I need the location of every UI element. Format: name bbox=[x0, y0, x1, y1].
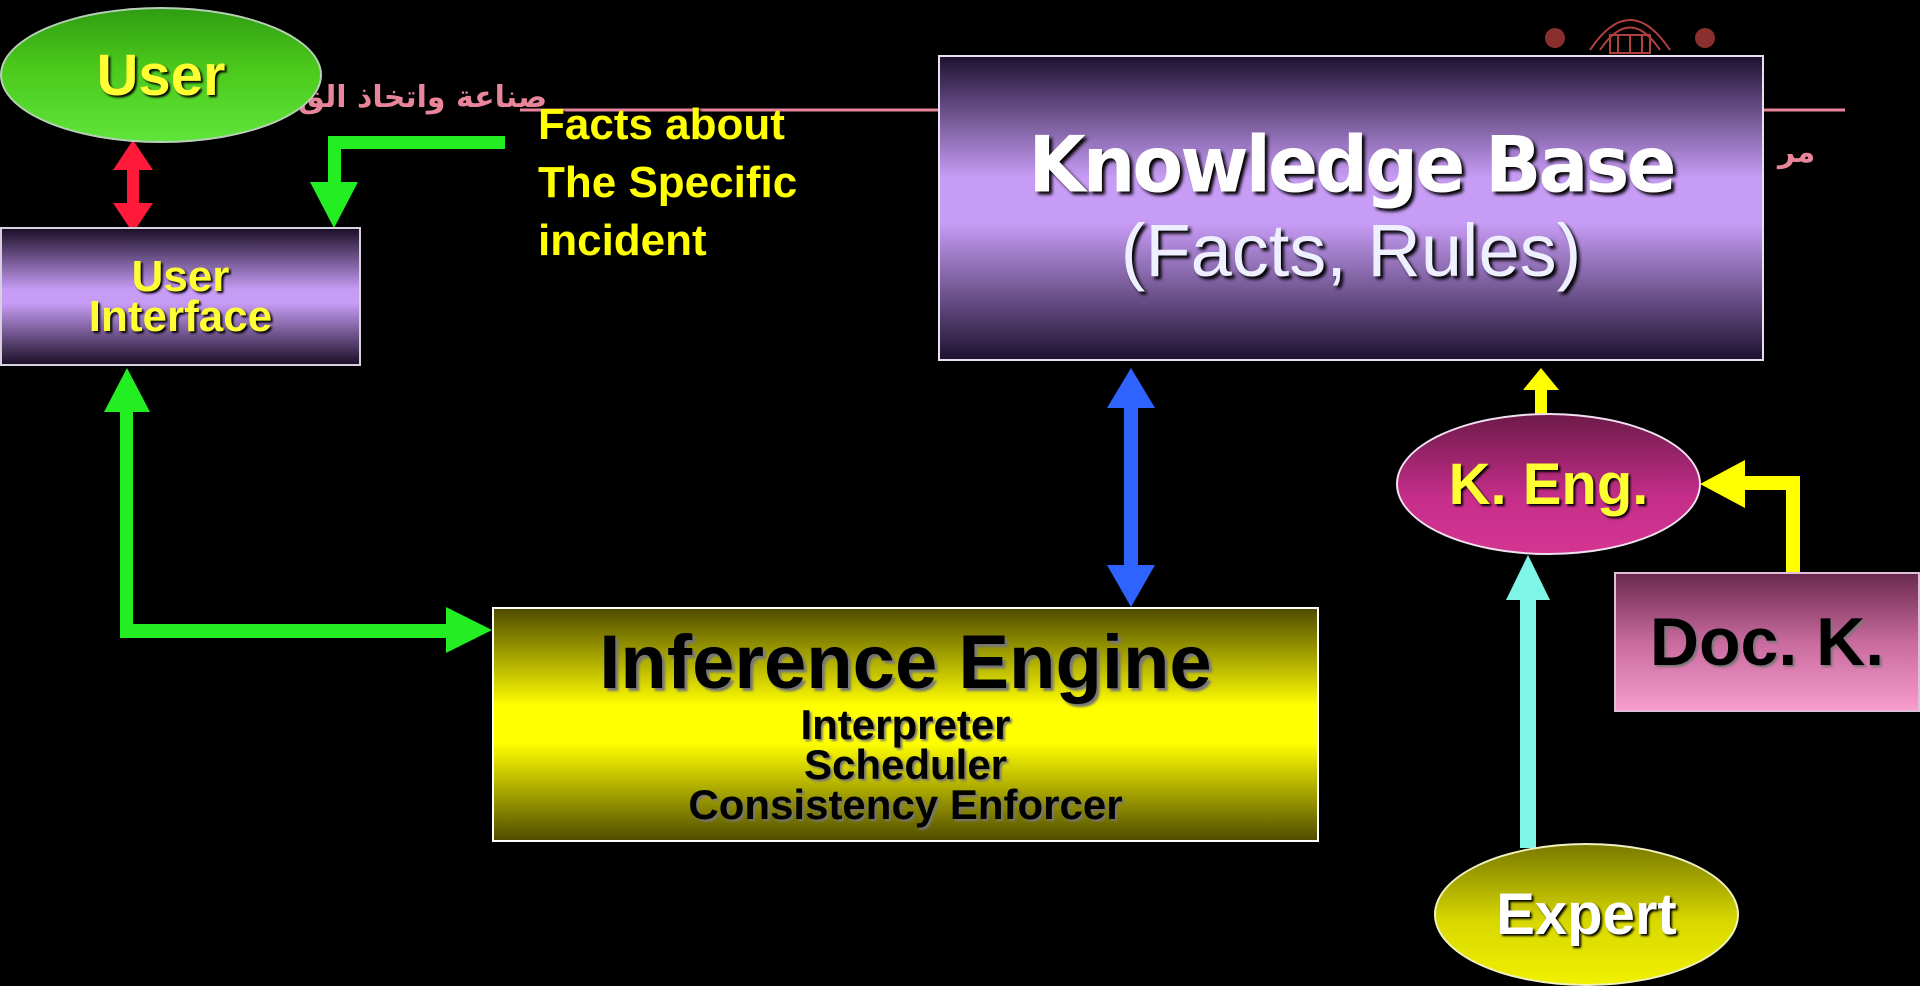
knowledge-engineer-node: K. Eng. bbox=[1396, 413, 1701, 555]
inference-engine-component: Interpreter bbox=[800, 701, 1011, 748]
user-ui-double-arrow bbox=[113, 140, 153, 233]
knowledge-base-title: Knowledge Base bbox=[1028, 119, 1676, 211]
user-interface-label-line2: Interface bbox=[88, 291, 273, 341]
facts-input-arrow bbox=[310, 136, 505, 228]
knowledge-base-node: Knowledge Base (Facts, Rules) bbox=[938, 55, 1764, 361]
user-interface-label-line1: User bbox=[131, 251, 230, 301]
facts-label: Facts about The Specific incident bbox=[538, 96, 868, 270]
inference-engine-title: Inference Engine bbox=[599, 620, 1212, 705]
knowledge-engineer-label: K. Eng. bbox=[1448, 451, 1649, 517]
documented-knowledge-label: Doc. K. bbox=[1649, 604, 1885, 680]
kb-inference-double-arrow bbox=[1107, 368, 1155, 607]
user-interface-node: User Interface bbox=[0, 227, 361, 366]
knowledge-base-subtitle: (Facts, Rules) bbox=[1120, 209, 1582, 292]
ui-inference-arrow bbox=[104, 368, 492, 653]
header-arabic-title: صناعة واتخاذ الق bbox=[298, 80, 548, 115]
dock-keng-arrow bbox=[1700, 460, 1800, 574]
expert-keng-arrow bbox=[1506, 555, 1550, 848]
documented-knowledge-node: Doc. K. bbox=[1614, 572, 1920, 712]
inference-engine-component: Scheduler bbox=[803, 741, 1008, 788]
user-label: User bbox=[96, 42, 226, 108]
university-logo bbox=[1545, 19, 1715, 54]
user-node: User bbox=[0, 7, 322, 143]
expert-label: Expert bbox=[1496, 882, 1677, 947]
inference-engine-node: Inference Engine Interpreter Scheduler C… bbox=[492, 607, 1319, 842]
facts-label-line2: The Specific bbox=[538, 158, 798, 207]
facts-label-line3: incident bbox=[538, 216, 707, 265]
keng-kb-arrow bbox=[1523, 368, 1559, 419]
expert-node: Expert bbox=[1434, 843, 1739, 986]
facts-label-line1: Facts about bbox=[538, 100, 785, 149]
inference-engine-component: Consistency Enforcer bbox=[688, 781, 1123, 828]
header-arabic-fragment: مر bbox=[1778, 135, 1816, 170]
